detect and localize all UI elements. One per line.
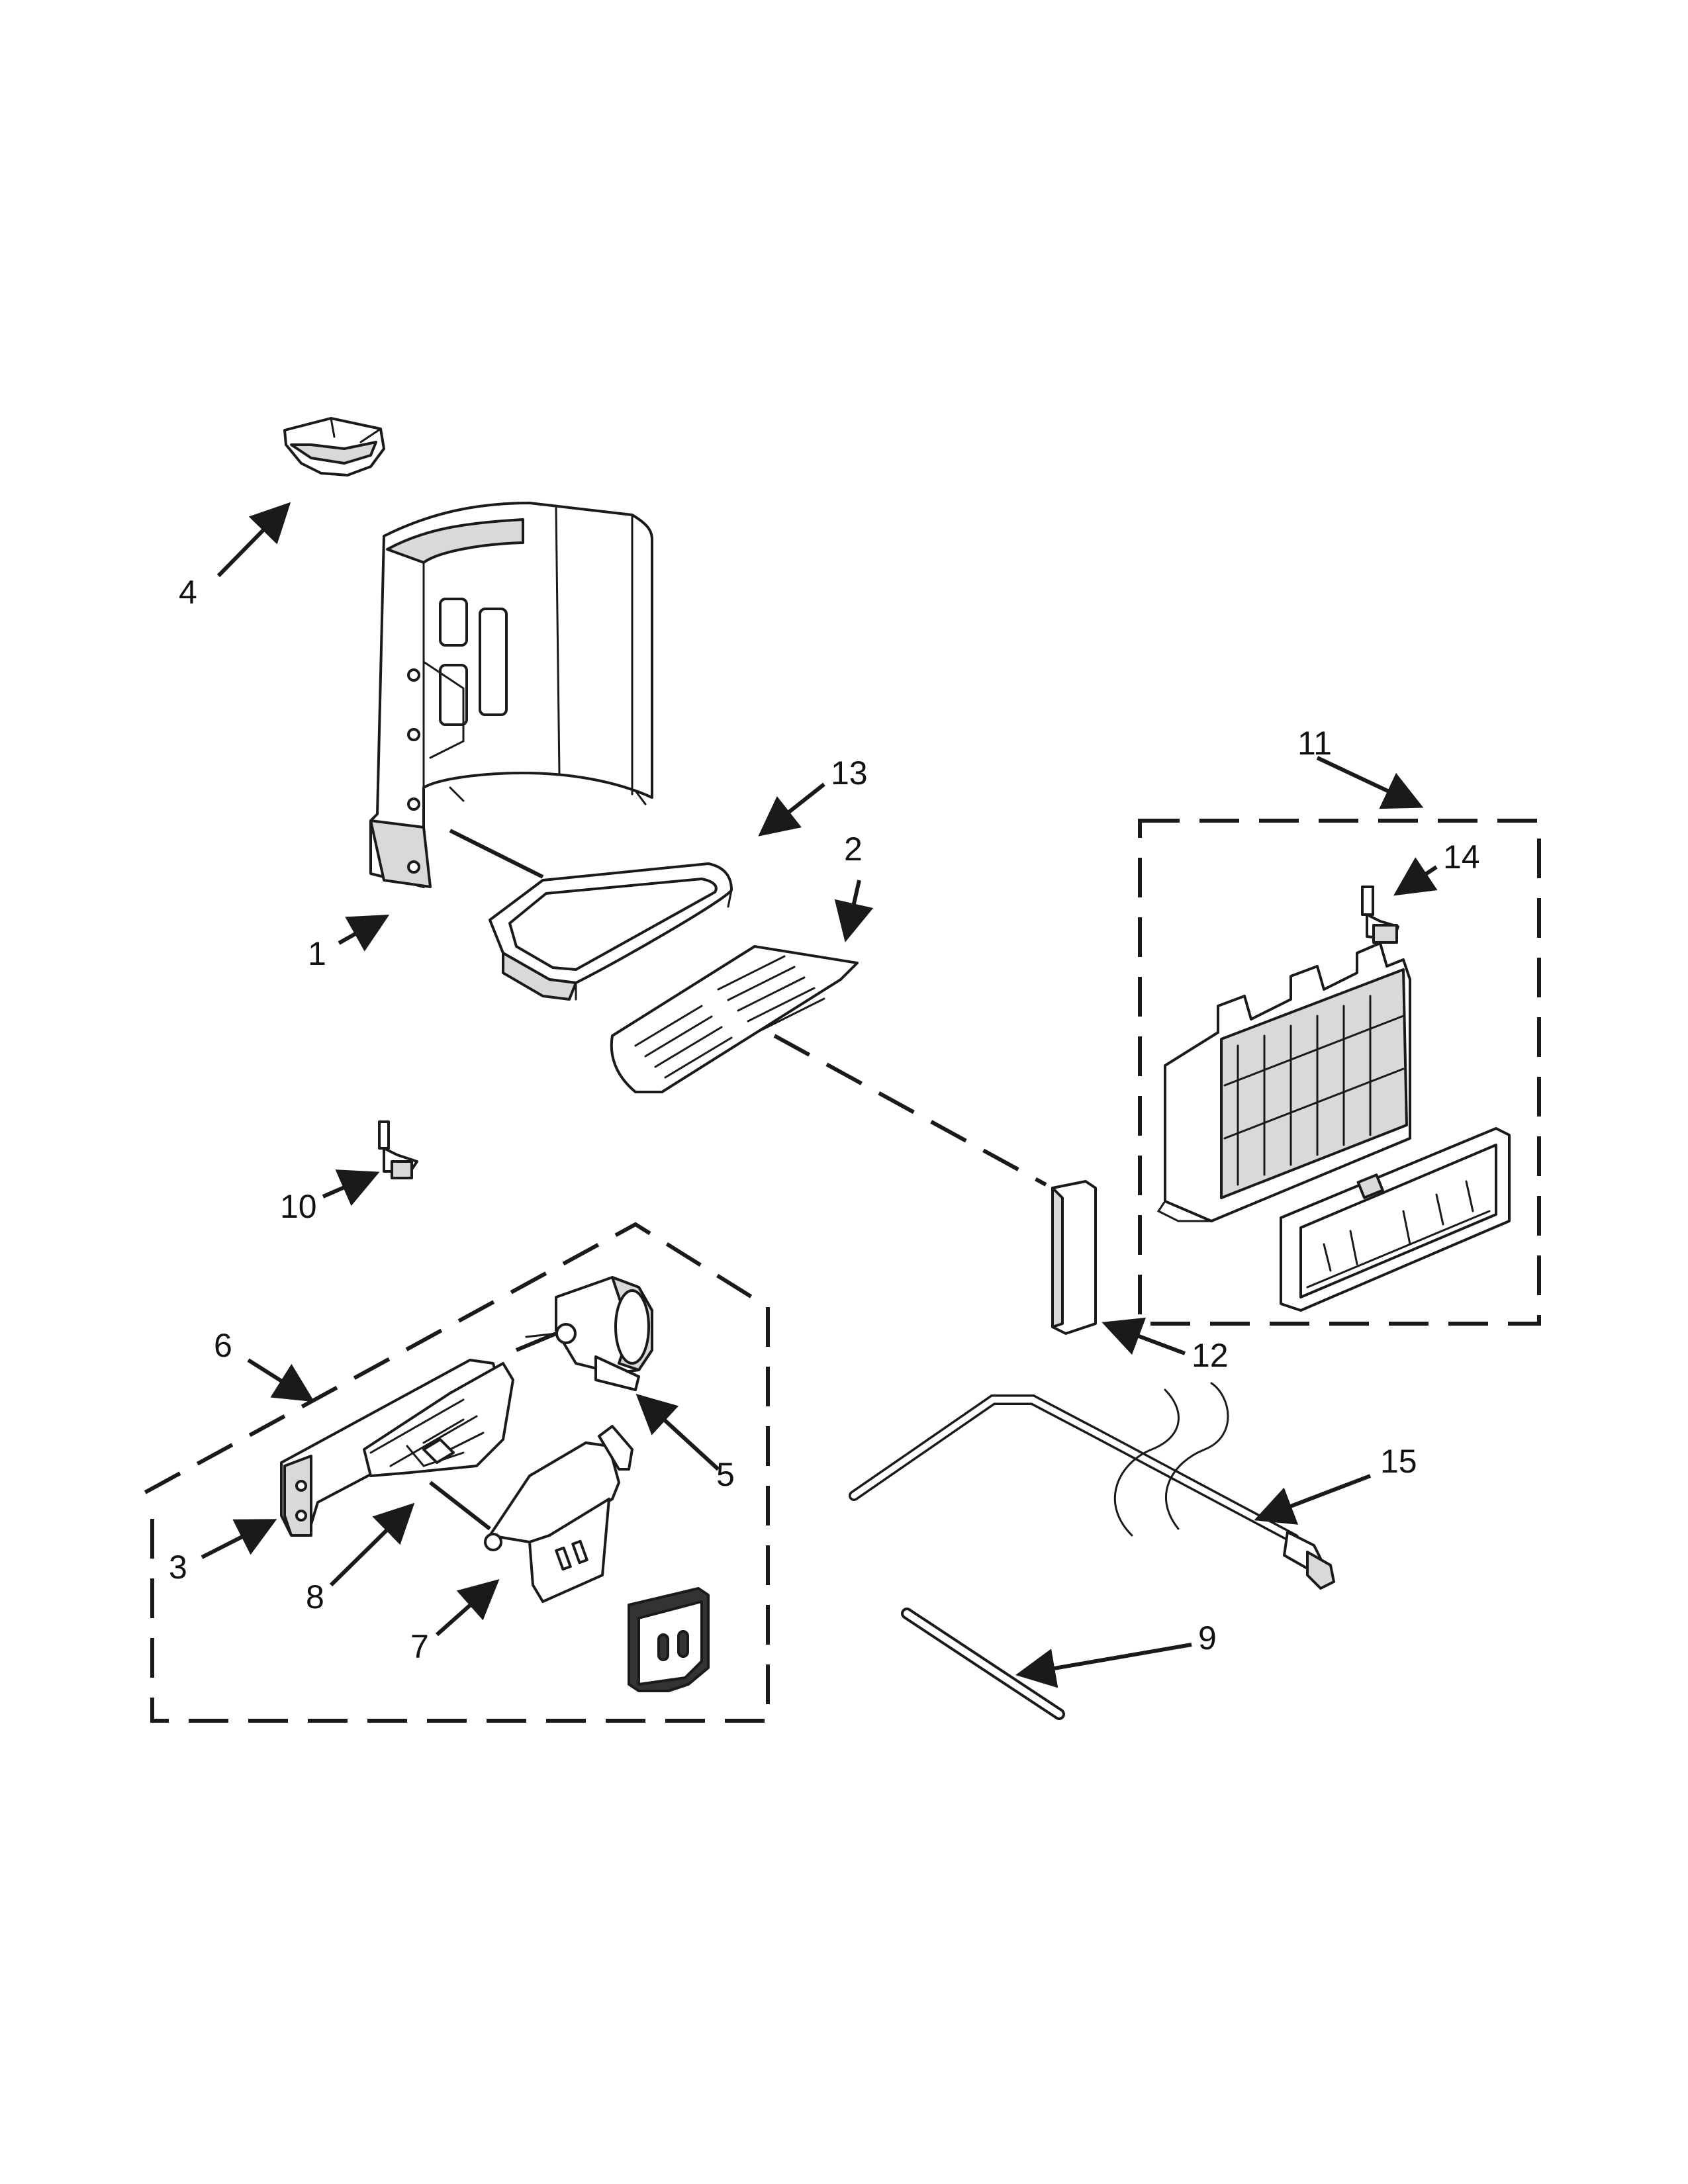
callout-1: 1 [308,935,326,972]
part-15-heater-wire [849,1382,1335,1590]
part-10-switch [378,1120,418,1179]
leader-arrows [201,502,1438,1688]
callout-8: 8 [306,1578,324,1615]
callout-5: 5 [716,1456,735,1493]
callout-10: 10 [280,1188,317,1225]
part-8-screw [422,1432,485,1464]
part-11-group-box [1138,819,1541,1326]
part-2-locator-dashes [773,1034,1047,1187]
part-4-chute-cup [283,417,385,477]
part-7-locator-line [429,1480,491,1531]
part-5-locator-line [515,1332,557,1352]
part-9-rod [901,1608,1065,1720]
part-1-housing [369,502,653,888]
part-7-actuator [484,1425,633,1603]
callout-15: 15 [1380,1443,1417,1480]
part-6-housing [363,1362,514,1477]
callout-6: 6 [214,1327,232,1364]
callout-13: 13 [831,754,868,792]
callout-14: 14 [1443,839,1480,876]
part-7-dispenser-pad [628,1587,710,1692]
callout-12: 12 [1192,1337,1229,1374]
part-5-motor [525,1276,653,1391]
part-2-grille [610,945,859,1093]
part-6-group-box [138,1222,770,1723]
callout-11: 11 [1297,725,1332,762]
callout-7: 7 [410,1628,429,1665]
part-13-tray-frame [489,862,733,1001]
part-14-switch [1361,886,1399,944]
part-12-lens-cover [1051,1180,1097,1335]
part-13-locator-line [449,829,544,879]
callout-3: 3 [169,1549,187,1586]
part-11-control-assembly [1138,819,1541,1326]
callout-9: 9 [1198,1619,1217,1657]
callout-4: 4 [179,574,197,611]
callout-2: 2 [844,831,863,868]
